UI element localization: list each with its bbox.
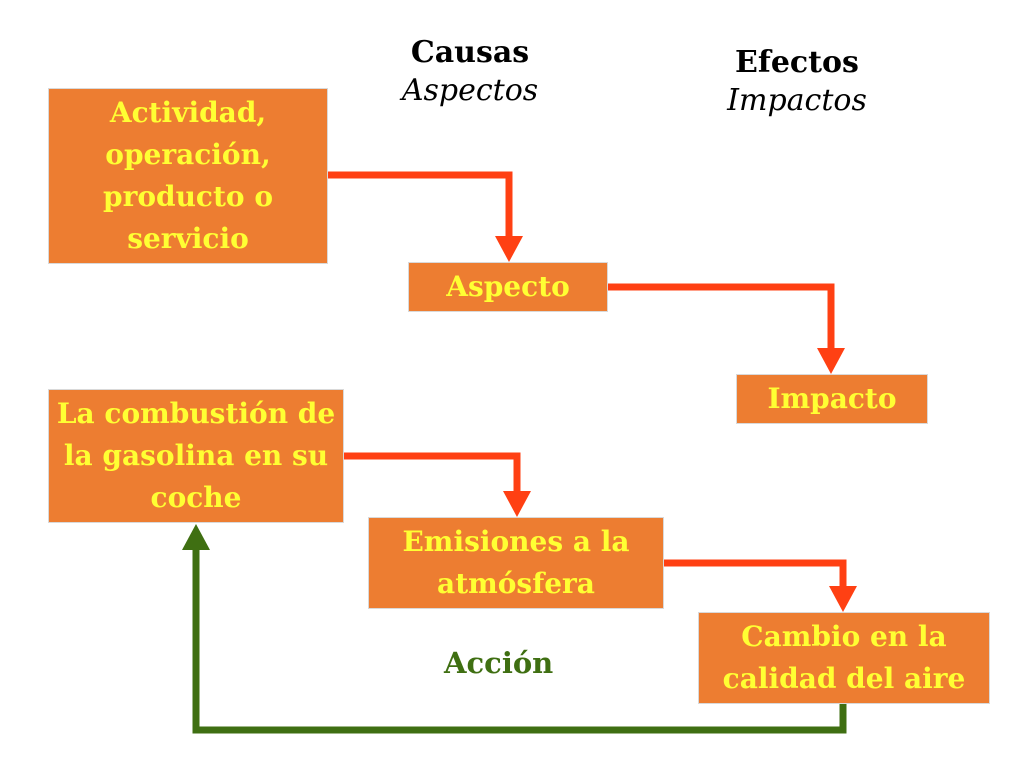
box-impact: Impacto bbox=[736, 374, 928, 424]
arrowhead-aspect-to-impact bbox=[817, 348, 845, 374]
action-label: Acción bbox=[444, 646, 554, 680]
box-impact-text: Impacto bbox=[767, 382, 897, 415]
arrow-combustion-to-emissions bbox=[343, 452, 521, 497]
box-air-quality: Cambio en la calidad del aire bbox=[698, 612, 990, 704]
arrow-activity-to-aspect bbox=[327, 171, 513, 242]
box-activity: Actividad, operación, producto o servici… bbox=[48, 88, 328, 264]
arrowhead-activity-to-aspect bbox=[495, 236, 523, 262]
box-emissions-text: Emisiones a la atmósfera bbox=[402, 525, 630, 600]
box-aspect-text: Aspecto bbox=[446, 270, 570, 303]
box-activity-text: Actividad, operación, producto o servici… bbox=[102, 96, 274, 255]
box-combustion: La combustión de la gasolina en su coche bbox=[48, 389, 344, 523]
box-combustion-text: La combustión de la gasolina en su coche bbox=[56, 397, 336, 514]
arrow-aspect-to-impact bbox=[607, 283, 835, 354]
header-causes-title: Causas bbox=[410, 35, 530, 70]
header-effects: Efectos Impactos bbox=[712, 44, 882, 120]
arrowhead-emissions-to-air-quality bbox=[829, 586, 857, 612]
header-causes-subtitle: Aspectos bbox=[401, 73, 539, 108]
box-air-quality-text: Cambio en la calidad del aire bbox=[722, 620, 966, 695]
header-effects-title: Efectos bbox=[735, 45, 859, 80]
box-aspect: Aspecto bbox=[408, 262, 608, 312]
arrow-action-feedback bbox=[192, 546, 847, 734]
box-emissions: Emisiones a la atmósfera bbox=[368, 517, 664, 609]
header-effects-subtitle: Impactos bbox=[727, 83, 867, 118]
header-causes: Causas Aspectos bbox=[390, 34, 550, 110]
arrowhead-combustion-to-emissions bbox=[503, 491, 531, 517]
arrowhead-action-feedback bbox=[182, 524, 210, 550]
arrow-emissions-to-air-quality bbox=[663, 559, 847, 592]
